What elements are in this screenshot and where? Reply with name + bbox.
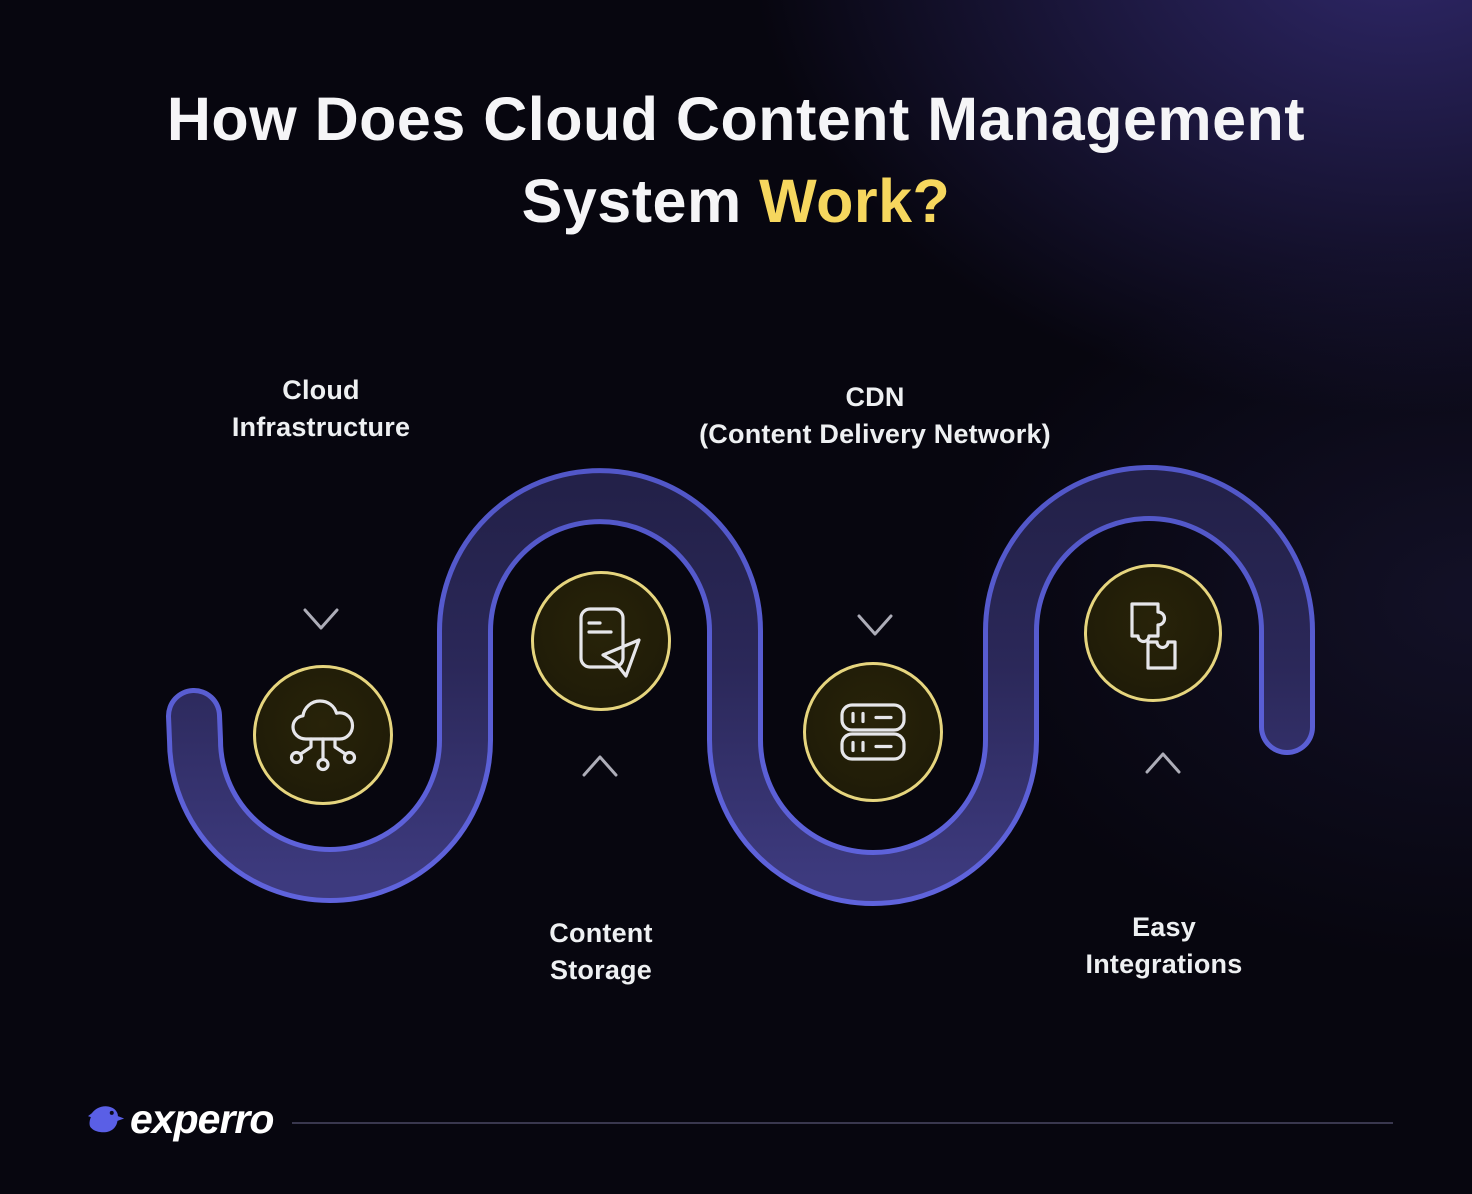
title-line2: System xyxy=(521,167,760,235)
server-stack-icon xyxy=(840,703,906,761)
bird-icon xyxy=(88,1106,125,1133)
label-cloud-infrastructure: Cloud Infrastructure xyxy=(231,375,411,442)
cloud-network-icon xyxy=(289,699,357,772)
document-send-icon xyxy=(579,607,641,678)
label-cdn: CDN (Content Delivery Network) xyxy=(699,382,1051,449)
footer-divider xyxy=(292,1122,1393,1124)
title-highlight: Work? xyxy=(759,167,951,235)
node-content-storage xyxy=(531,571,671,711)
node-cdn xyxy=(803,662,943,802)
up-arrow-icon xyxy=(582,755,618,879)
puzzle-pieces-icon xyxy=(1130,602,1177,670)
title-line1: How Does Cloud Content Management xyxy=(166,85,1306,153)
down-arrow-icon xyxy=(303,506,339,630)
brand-logo: experro xyxy=(88,1090,274,1148)
label-easy-integrations: Easy Integrations xyxy=(1085,912,1243,979)
brand-name: experro xyxy=(130,1095,274,1142)
node-cloud-infrastructure xyxy=(253,665,393,805)
label-content-storage: Content Storage xyxy=(549,918,653,985)
down-arrow-icon xyxy=(857,512,893,636)
up-arrow-icon xyxy=(1145,752,1181,872)
node-easy-integrations xyxy=(1084,564,1222,702)
page-title: How Does Cloud Content Management System… xyxy=(0,78,1472,242)
flow-path-fill xyxy=(171,470,1310,901)
